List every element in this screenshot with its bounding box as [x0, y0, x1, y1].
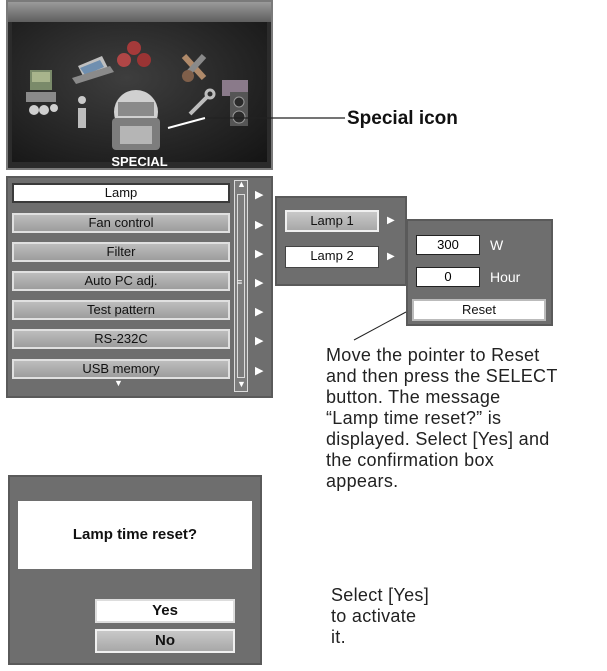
special-menu-icon-panel: SPECIAL	[6, 0, 273, 170]
menu-icon-stage	[12, 22, 267, 162]
instruction-line: “Lamp time reset?” is	[326, 408, 502, 428]
submenu-arrow-icon: ▶	[387, 251, 395, 262]
lamp-submenu: Lamp 1 Lamp 2 ▶ ▶	[275, 196, 407, 286]
menu-item-rs-232c[interactable]: RS-232C	[12, 329, 230, 349]
instruction-line: Move the pointer to Reset	[326, 345, 540, 365]
scroll-down-icon[interactable]: ▼	[114, 378, 123, 388]
special-label: SPECIAL	[111, 154, 168, 169]
submenu-arrow-icon: ▶	[387, 215, 395, 226]
lamp-hour-value: 0	[416, 267, 480, 287]
dialog-message: Lamp time reset?	[18, 501, 252, 569]
submenu-arrow-icon: ▶	[255, 189, 264, 201]
instruction-line: appears.	[326, 471, 399, 491]
submenu-arrow-icon: ▶	[255, 335, 264, 347]
yes-instructions: Select [Yes] to activate it.	[331, 585, 481, 648]
scroll-down-arrow-icon[interactable]: ▼	[237, 379, 246, 389]
menu-icons	[26, 41, 248, 150]
callout-line-reset	[353, 311, 407, 341]
menu-item-filter[interactable]: Filter	[12, 242, 230, 262]
submenu-arrow-icon: ▶	[255, 277, 264, 289]
menu-item-auto-pc-adj[interactable]: Auto PC adj.	[12, 271, 230, 291]
special-icon-callout: Special icon	[347, 108, 458, 129]
special-menu-list: Lamp Fan control Filter Auto PC adj. Tes…	[6, 176, 273, 398]
lamp-hour-unit: Hour	[490, 269, 521, 285]
lamp-watt-value: 300	[416, 235, 480, 255]
instruction-line: Select [Yes]	[331, 585, 429, 605]
lamp-watt-unit: W	[490, 237, 504, 253]
scrollbar-grip-icon: ≡	[237, 277, 243, 287]
callout-line-special	[167, 117, 206, 129]
settings-cross-icon[interactable]	[181, 53, 207, 82]
special-icon[interactable]	[112, 90, 160, 150]
projector-icon[interactable]	[26, 70, 58, 115]
submenu-arrow-icon: ▶	[255, 365, 264, 377]
yes-button[interactable]: Yes	[95, 599, 235, 623]
menu-top-bar	[8, 2, 271, 22]
scroll-up-arrow-icon[interactable]: ▲	[237, 179, 246, 189]
reset-instructions: Move the pointer to Reset and then press…	[326, 345, 604, 492]
instruction-line: button. The message	[326, 387, 501, 407]
wrench-icon[interactable]	[188, 88, 216, 116]
menu-item-test-pattern[interactable]: Test pattern	[12, 300, 230, 320]
menu-scrollbar[interactable]: ▲ ≡ ▼	[234, 179, 248, 392]
lamp-reset-dialog: Lamp time reset? Yes No	[8, 475, 262, 665]
no-button[interactable]: No	[95, 629, 235, 653]
instruction-line: and then press the SELECT	[326, 366, 558, 386]
submenu-arrow-icon: ▶	[255, 248, 264, 260]
scrollbar-thumb[interactable]	[237, 194, 245, 378]
color-balls-icon[interactable]	[117, 41, 151, 67]
submenu-item-lamp-1[interactable]: Lamp 1	[285, 210, 379, 232]
instruction-line: it.	[331, 627, 346, 647]
lamp-info-box: 300 W 0 Hour Reset	[406, 219, 553, 326]
reset-button[interactable]: Reset	[412, 299, 546, 321]
instruction-line: the confirmation box	[326, 450, 495, 470]
menu-item-fan-control[interactable]: Fan control	[12, 213, 230, 233]
instruction-line: displayed. Select [Yes] and	[326, 429, 550, 449]
info-icon[interactable]	[78, 96, 86, 128]
submenu-arrow-icon: ▶	[255, 219, 264, 231]
submenu-item-lamp-2[interactable]: Lamp 2	[285, 246, 379, 268]
menu-item-lamp[interactable]: Lamp	[12, 183, 230, 203]
instruction-line: to activate	[331, 606, 417, 626]
laptop-icon[interactable]	[72, 56, 114, 84]
submenu-arrow-icon: ▶	[255, 306, 264, 318]
menu-item-usb-memory[interactable]: USB memory	[12, 359, 230, 379]
